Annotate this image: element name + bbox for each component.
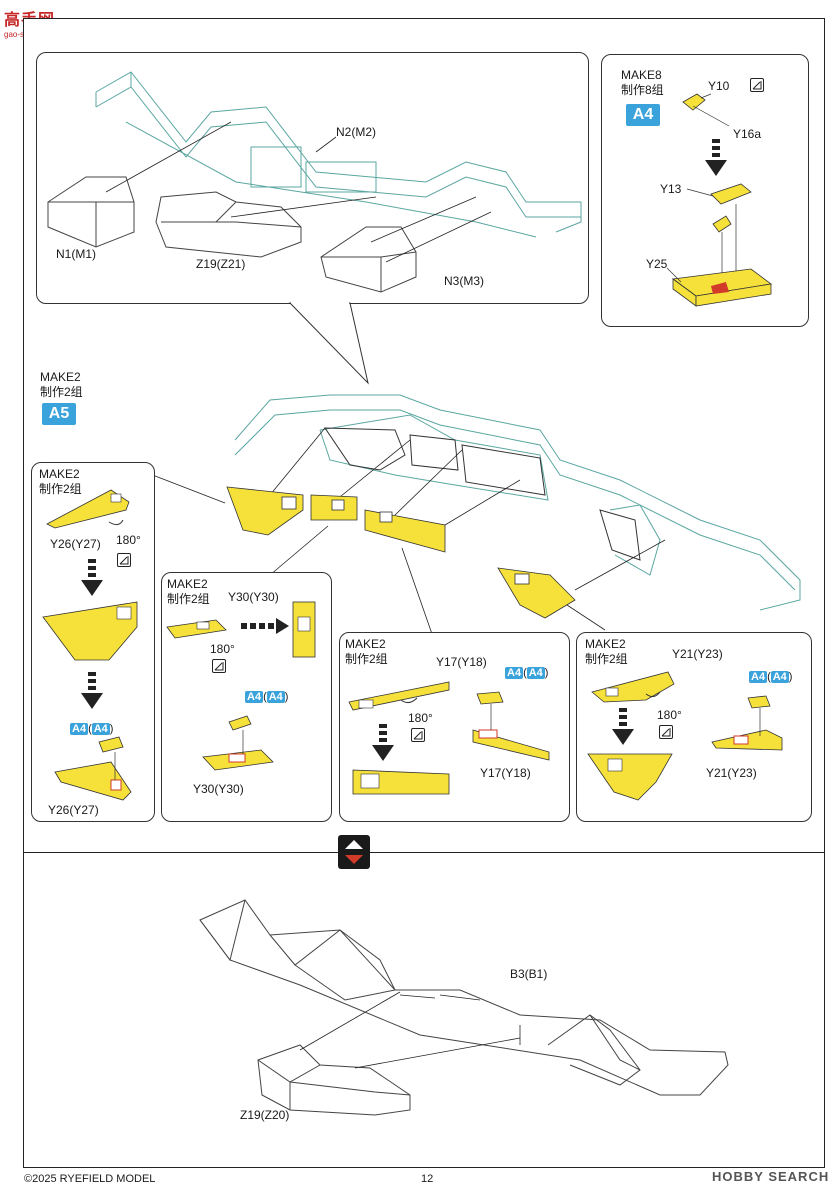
make8-badge: A4 [626, 104, 660, 126]
sub4-part-top: Y21(Y23) [672, 647, 723, 661]
sub1-zh: 制作2组 [39, 482, 82, 496]
sub1-drawing [42, 489, 138, 801]
sub1-a4-badge: A4 [70, 723, 89, 735]
sub2-drawing [166, 601, 316, 771]
section-divider [23, 852, 824, 853]
label-y13: Y13 [660, 182, 682, 196]
make8-label: MAKE8 [621, 68, 662, 82]
sub3-a4-paren: A4 [526, 667, 545, 679]
sub2-make: MAKE2 [167, 577, 208, 591]
sub4-a4: A4(A4) [749, 671, 793, 683]
sub2-a4-badge: A4 [245, 691, 264, 703]
label-z19-top: Z19(Z21) [196, 257, 246, 271]
page-number: 12 [421, 1173, 434, 1185]
sub2-a4-paren: A4 [266, 691, 285, 703]
sub3-part-bottom: Y17(Y18) [480, 766, 531, 780]
sub1-a4-paren: A4 [91, 723, 110, 735]
sub4-angle: 180° [657, 708, 682, 722]
sub2-zh: 制作2组 [167, 592, 210, 606]
sub3-drawing [348, 681, 550, 795]
label-n3: N3(M3) [444, 274, 485, 288]
sub2-bend-tool-icon [212, 659, 226, 673]
chassis-frame-drawing [47, 71, 582, 293]
sub3-a4: A4(A4) [505, 667, 549, 679]
sub1-part-bottom: Y26(Y27) [48, 803, 99, 817]
center-make-zh: 制作2组 [40, 385, 83, 399]
sub3-angle: 180° [408, 711, 433, 725]
sub4-a4-paren: A4 [770, 671, 789, 683]
make8-drawing [666, 93, 772, 307]
sub1-angle: 180° [116, 533, 141, 547]
sub1-make: MAKE2 [39, 467, 80, 481]
label-b3: B3(B1) [510, 967, 548, 981]
label-y25: Y25 [646, 257, 668, 271]
label-y16a: Y16a [733, 127, 762, 141]
label-y10: Y10 [708, 79, 730, 93]
sub4-make: MAKE2 [585, 637, 626, 651]
sub4-a4-badge: A4 [749, 671, 768, 683]
copyright: ©2025 RYEFIELD MODEL [24, 1173, 156, 1185]
sub3-zh: 制作2组 [345, 652, 388, 666]
center-badge: A5 [42, 403, 76, 425]
sub3-make: MAKE2 [345, 637, 386, 651]
sub2-part-bottom: Y30(Y30) [193, 782, 244, 796]
chassis-callout-panel [36, 52, 589, 304]
make8-zh: 制作8组 [621, 83, 664, 97]
sub1-a4: A4(A4) [70, 723, 114, 735]
sub4-zh: 制作2组 [585, 652, 628, 666]
sub3-part-top: Y17(Y18) [436, 655, 487, 669]
center-make-label: MAKE2 [40, 370, 81, 384]
sub1-bend-tool-icon [117, 553, 131, 567]
bend-tool-icon [750, 78, 764, 92]
label-n1: N1(M1) [56, 247, 97, 261]
sub4-part-bottom: Y21(Y23) [706, 766, 757, 780]
sub4-drawing [587, 671, 783, 801]
sub3-a4-badge: A4 [505, 667, 524, 679]
watermark: HOBBY SEARCH [712, 1169, 830, 1184]
sub1-part-top: Y26(Y27) [50, 537, 101, 551]
sub2-a4: A4(A4) [245, 691, 289, 703]
label-n2: N2(M2) [336, 125, 377, 139]
sub2-part-top: Y30(Y30) [228, 590, 279, 604]
flip-over-icon [338, 835, 370, 869]
sub2-angle: 180° [210, 642, 235, 656]
sub4-bend-tool-icon [659, 725, 673, 739]
sub3-bend-tool-icon [411, 728, 425, 742]
label-z19-bottom: Z19(Z20) [240, 1108, 290, 1122]
